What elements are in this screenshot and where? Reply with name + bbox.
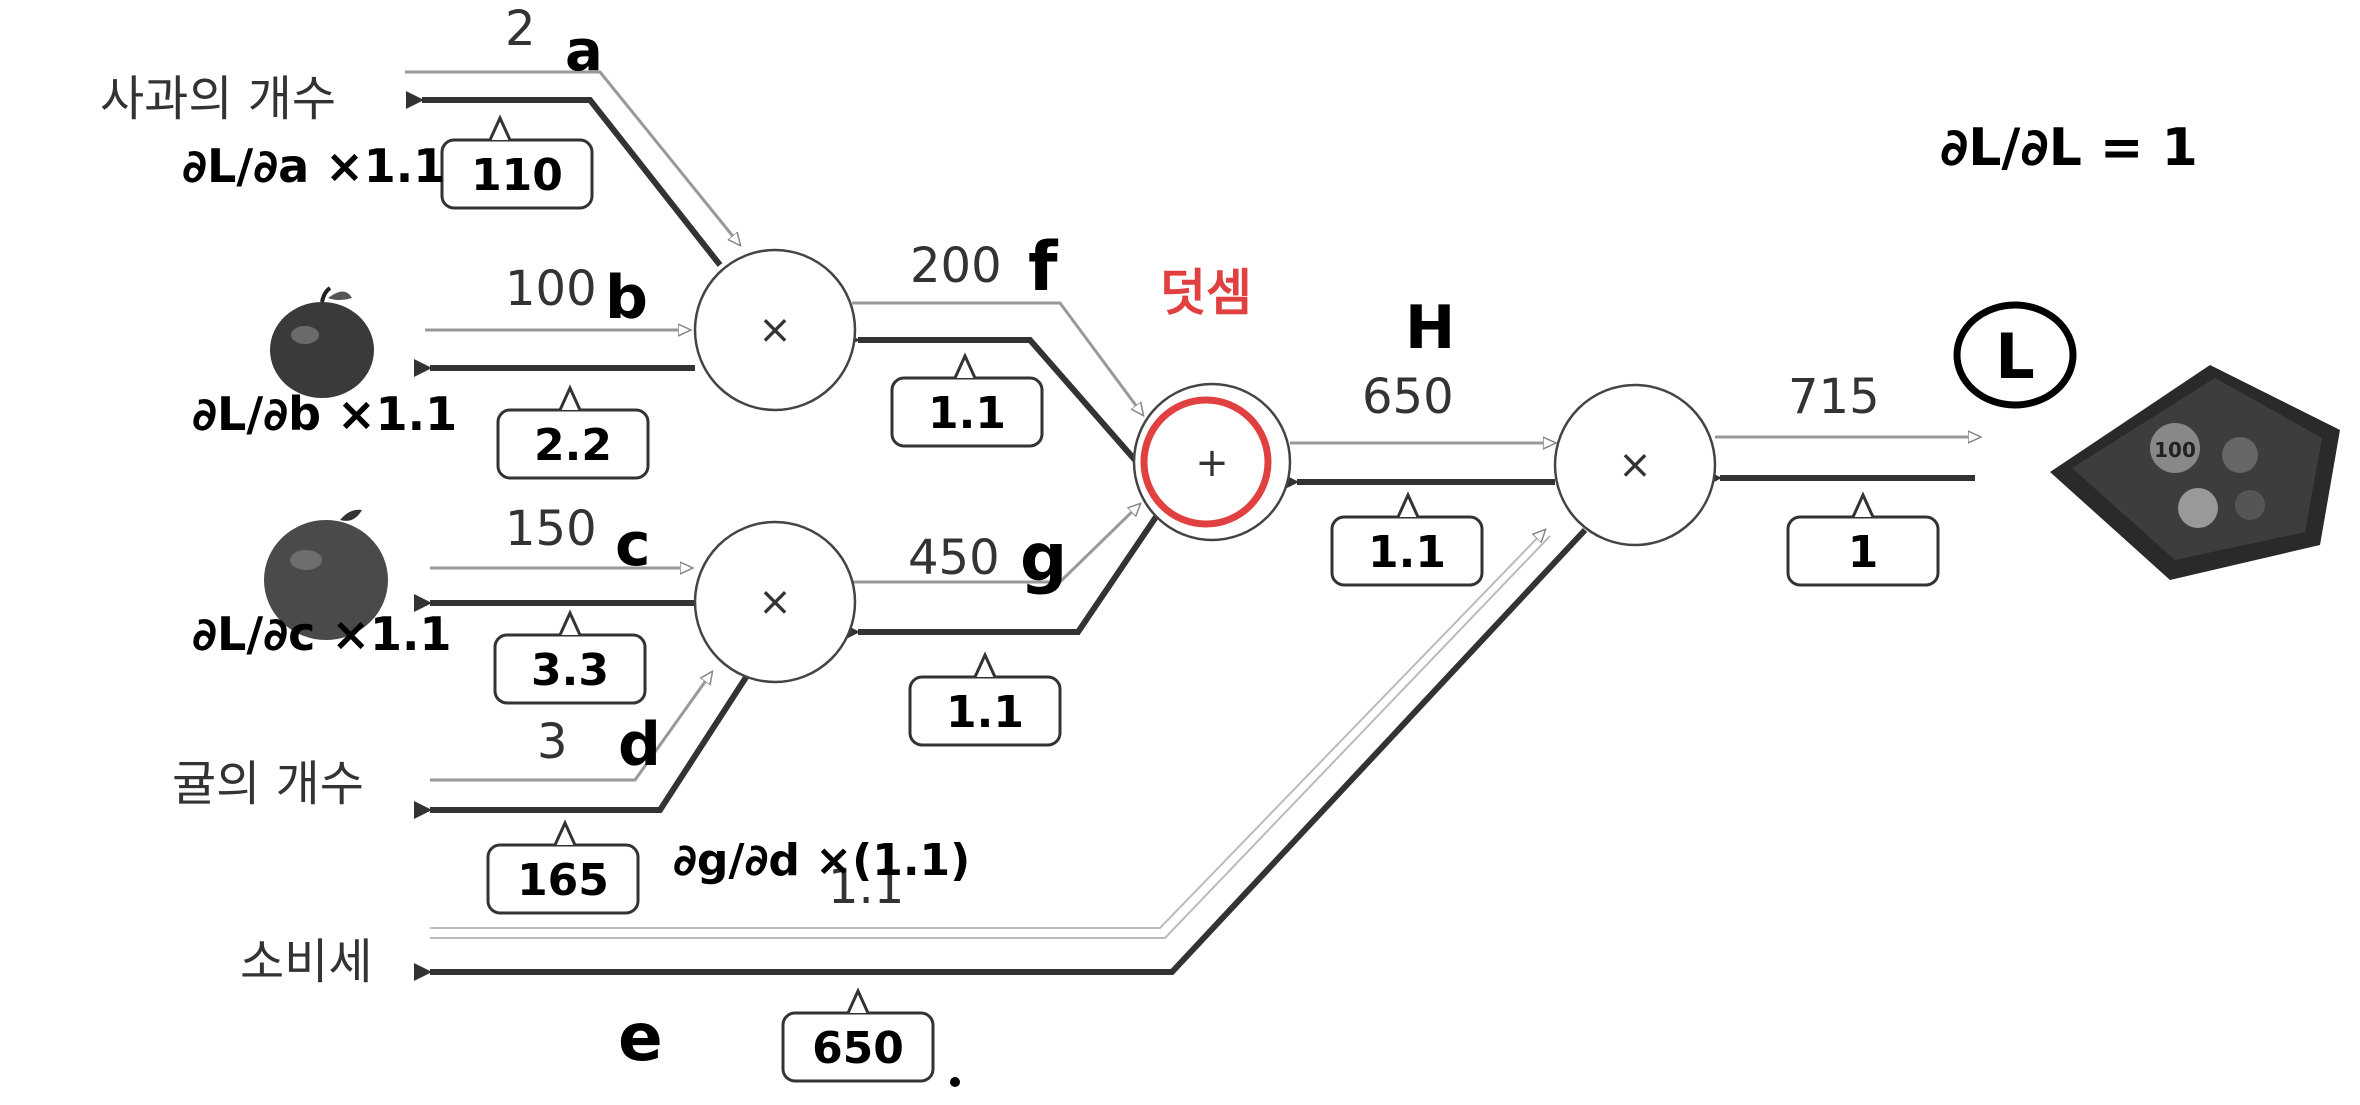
forward-value-orange-price: 150 (505, 501, 597, 557)
gradient-value-f: 1.1 (928, 388, 1006, 439)
edge-forward-orange-count (430, 672, 712, 782)
hw-red-note: 덧셈 (1160, 264, 1252, 322)
apple-icon (270, 286, 374, 398)
gradient-value-h: 1.1 (1368, 527, 1446, 578)
gradient-value-apple-count: 110 (471, 150, 563, 201)
edge-backward-tax (414, 527, 1588, 981)
edge-forward-g (852, 504, 1140, 584)
gradient-value-orange-count: 165 (517, 855, 609, 906)
forward-value-g: 450 (908, 530, 1000, 586)
tax-gradient-dot (950, 1077, 960, 1087)
hw-letter-b: b (605, 263, 648, 333)
node-add-symbol: + (1195, 440, 1229, 486)
gradient-box-orange-count: 165 (486, 819, 640, 915)
edge-forward-f (852, 301, 1143, 415)
edge-backward-f (842, 331, 1138, 462)
forward-value-apple-price: 100 (505, 261, 597, 317)
hw-letter-g: g (1020, 519, 1067, 596)
node-mul3: × (1553, 383, 1717, 547)
node-add-red-circle (1140, 396, 1272, 528)
hw-letter-f: f (1028, 228, 1059, 307)
wallet-icon: 100 (2050, 365, 2340, 580)
gradient-box-g: 1.1 (908, 651, 1062, 747)
edge-backward-g (842, 506, 1165, 641)
gradient-box-tax: 650 (781, 987, 935, 1083)
tax-label: 소비세 (240, 934, 372, 990)
hw-circled-l: L (1953, 301, 2077, 409)
gradient-box-orange-price: 3.3 (493, 609, 647, 705)
edge-backward-apple-count (406, 91, 723, 267)
forward-value-h: 650 (1362, 369, 1454, 425)
node-add: + (1132, 382, 1292, 542)
node-mul2-symbol: × (758, 579, 792, 625)
hw-letter-c: c (615, 510, 651, 580)
edge-forward-apple-count (405, 70, 740, 245)
hw-grad-b: ∂L/∂b ×1.1 (192, 387, 457, 441)
gradient-value-apple-price: 2.2 (534, 420, 612, 471)
edge-forward-tax (430, 530, 1545, 929)
gradient-value-tax: 650 (812, 1023, 904, 1074)
hw-grad-c: ∂L/∂c ×1.1 (192, 607, 451, 661)
hw-grad-d: ∂g/∂d ×(1.1) (673, 835, 970, 886)
hw-letter-d: d (618, 710, 661, 780)
gradient-value-out: 1 (1848, 527, 1879, 578)
orange-count-label: 귤의 개수 (172, 756, 364, 812)
hw-letter-l: L (1995, 320, 2035, 393)
orange-icon (264, 509, 388, 640)
hw-letter-e: e (618, 999, 663, 1076)
gradient-box-apple-price: 2.2 (496, 384, 650, 480)
forward-value-f: 200 (910, 238, 1002, 294)
node-mul1-symbol: × (758, 307, 792, 353)
gradient-value-orange-price: 3.3 (531, 645, 609, 696)
hw-grad-a: ∂L/∂a ×1.1 (182, 139, 445, 193)
hw-letter-a: a (565, 19, 603, 84)
forward-value-apple-count: 2 (505, 1, 536, 57)
gradient-box-h: 1.1 (1330, 491, 1484, 587)
apple-count-label: 사과의 개수 (100, 71, 336, 127)
node-mul3-symbol: × (1618, 442, 1652, 488)
node-mul1: × (693, 248, 857, 412)
gradient-box-out: 1 (1786, 491, 1940, 587)
edge-forward-tax-inner (430, 535, 1551, 939)
gradient-box-f: 1.1 (890, 352, 1044, 448)
edge-backward-orange-count (414, 666, 755, 819)
forward-value-tax: 1.1 (828, 859, 904, 915)
node-mul2: × (693, 520, 857, 684)
wallet-coin-text: 100 (2154, 438, 2196, 462)
hw-dl-dl: ∂L/∂L = 1 (1940, 118, 2198, 178)
hw-letter-h: H (1405, 293, 1455, 363)
forward-value-out: 715 (1788, 369, 1880, 425)
gradient-box-apple-count: 110 (440, 114, 594, 210)
forward-value-orange-count: 3 (537, 714, 568, 770)
gradient-value-g: 1.1 (946, 687, 1024, 738)
